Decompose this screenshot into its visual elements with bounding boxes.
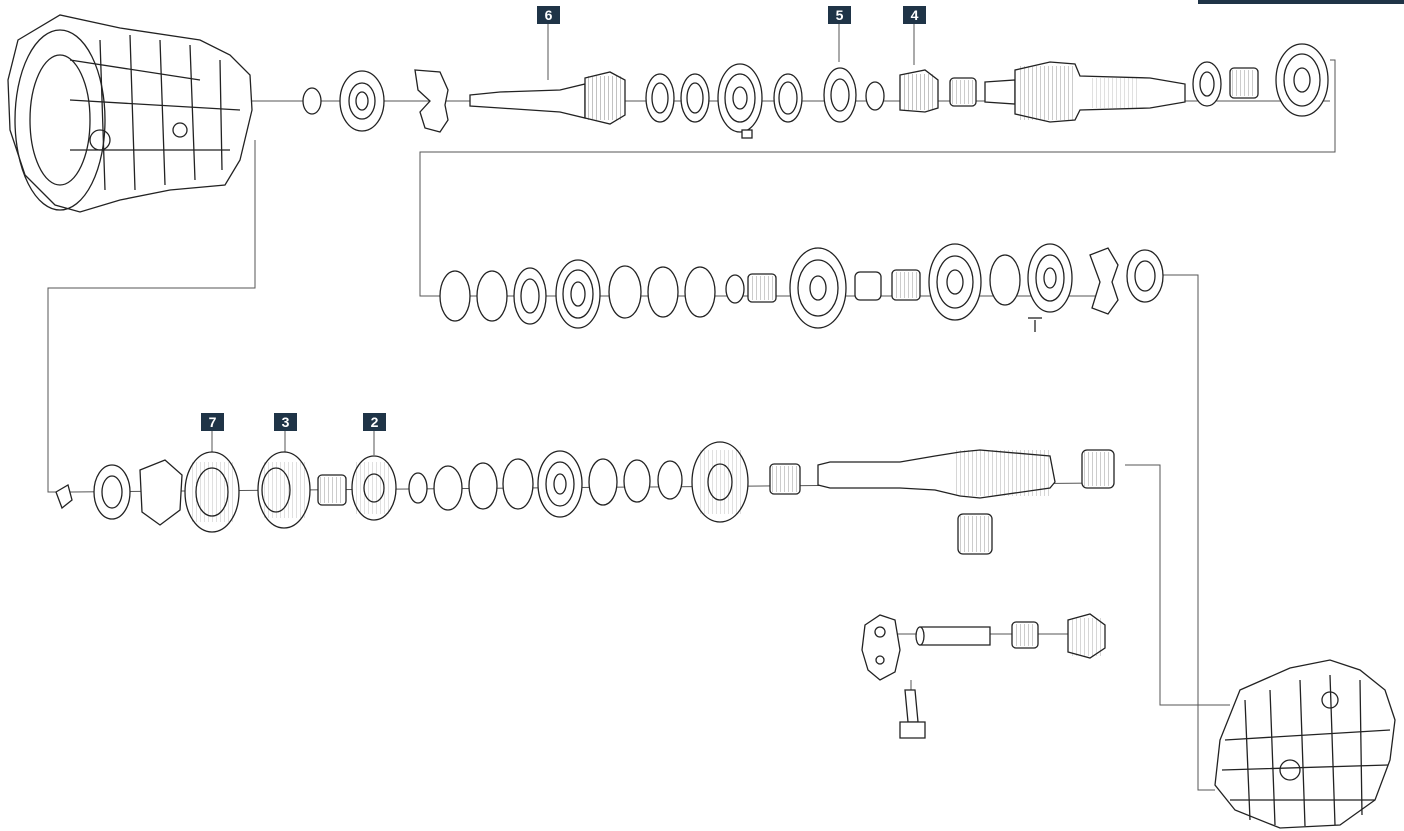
bell-housing — [7, 14, 253, 213]
callout-5-label: 5 — [836, 7, 844, 23]
gear-row2-b — [928, 243, 982, 321]
reverse-idler-group — [861, 613, 1106, 739]
output-shaft — [817, 449, 1056, 499]
callout-6: 6 — [537, 6, 560, 24]
bearing-3 — [93, 464, 131, 520]
gear-3 — [257, 451, 311, 529]
callout-2: 2 — [363, 413, 386, 431]
gear-4 — [899, 69, 939, 113]
callout-6-label: 6 — [545, 7, 553, 23]
callout-3: 3 — [274, 413, 297, 431]
taper-bearing — [1081, 449, 1115, 489]
gear-7 — [184, 451, 240, 533]
gear-row2-a — [789, 247, 847, 329]
needle-bearing-lower — [957, 513, 993, 555]
bolt — [899, 689, 926, 739]
bearing-1 — [339, 70, 385, 132]
input-shaft — [469, 71, 626, 125]
end-gear-row1 — [1275, 43, 1329, 117]
callout-4: 4 — [903, 6, 926, 24]
synchro-hub-4 — [537, 450, 583, 518]
synchro-hub-1 — [717, 63, 763, 139]
rear-housing — [1214, 659, 1396, 829]
callout-4-label: 4 — [911, 7, 919, 23]
row3-parts — [55, 441, 1115, 555]
synchro-hub-2 — [555, 259, 601, 329]
synchro-hub-3 — [1027, 243, 1073, 332]
callout-5: 5 — [828, 6, 851, 24]
callout-7-label: 7 — [209, 414, 217, 430]
callout-3-label: 3 — [282, 414, 290, 430]
row1-parts — [302, 43, 1329, 139]
top-right-accent-bar — [1198, 0, 1404, 4]
bearing-2 — [1126, 249, 1164, 303]
gear-row3-big — [691, 441, 749, 523]
main-shaft — [984, 61, 1186, 123]
gear-2 — [351, 455, 397, 521]
callout-2-label: 2 — [371, 414, 379, 430]
row2-parts — [439, 243, 1164, 332]
callout-7: 7 — [201, 413, 224, 431]
